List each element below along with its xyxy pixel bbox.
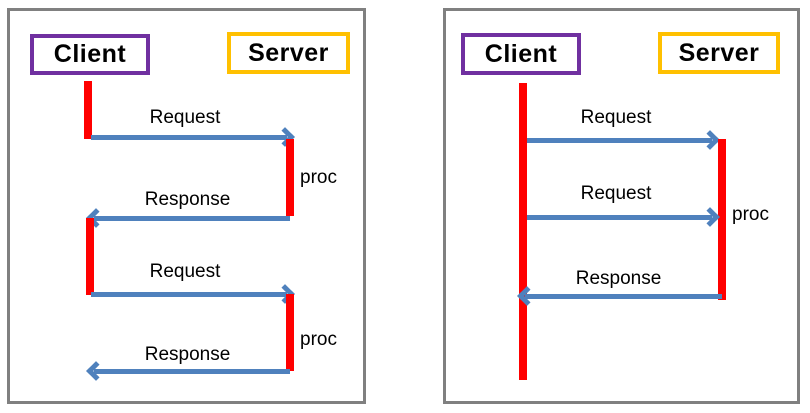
arrowhead-right-icon xyxy=(700,207,720,227)
client-activation-bar xyxy=(84,81,92,139)
server-activation-bar xyxy=(718,139,726,300)
arrow-shaft xyxy=(91,292,287,297)
left-sequence-panel: Client Server Request proc Response Requ… xyxy=(7,8,366,404)
client-actor-box: Client xyxy=(461,33,581,75)
message-label: Response xyxy=(144,189,231,210)
message-label: Request xyxy=(149,107,221,128)
client-activation-bar xyxy=(86,218,94,295)
request-arrow xyxy=(91,127,295,147)
server-actor-box: Server xyxy=(658,32,780,74)
response-arrow xyxy=(86,208,290,228)
message-label: Request xyxy=(149,261,221,282)
server-actor-box: Server xyxy=(227,32,350,74)
message-label: Request xyxy=(580,183,652,204)
request-arrow xyxy=(527,207,720,227)
client-actor-box: Client xyxy=(30,34,150,75)
right-sequence-panel: Client Server Request Request proc Respo… xyxy=(443,8,800,404)
client-activation-bar xyxy=(519,83,527,380)
arrow-shaft xyxy=(94,216,290,221)
arrow-shaft xyxy=(94,369,290,374)
proc-label: proc xyxy=(732,204,769,225)
arrow-shaft xyxy=(525,294,722,299)
arrow-shaft xyxy=(527,138,712,143)
server-activation-bar xyxy=(286,294,294,371)
arrow-shaft xyxy=(91,135,287,140)
response-arrow xyxy=(86,361,290,381)
proc-label: proc xyxy=(300,329,337,350)
message-label: Response xyxy=(575,268,662,289)
request-arrow xyxy=(91,284,295,304)
arrow-shaft xyxy=(527,215,712,220)
message-label: Response xyxy=(144,344,231,365)
arrowhead-left-icon xyxy=(86,361,106,381)
response-arrow xyxy=(517,286,722,306)
proc-label: proc xyxy=(300,167,337,188)
arrowhead-right-icon xyxy=(700,130,720,150)
message-label: Request xyxy=(580,107,652,128)
request-arrow xyxy=(527,130,720,150)
arrowhead-left-icon xyxy=(517,286,537,306)
server-activation-bar xyxy=(286,139,294,216)
